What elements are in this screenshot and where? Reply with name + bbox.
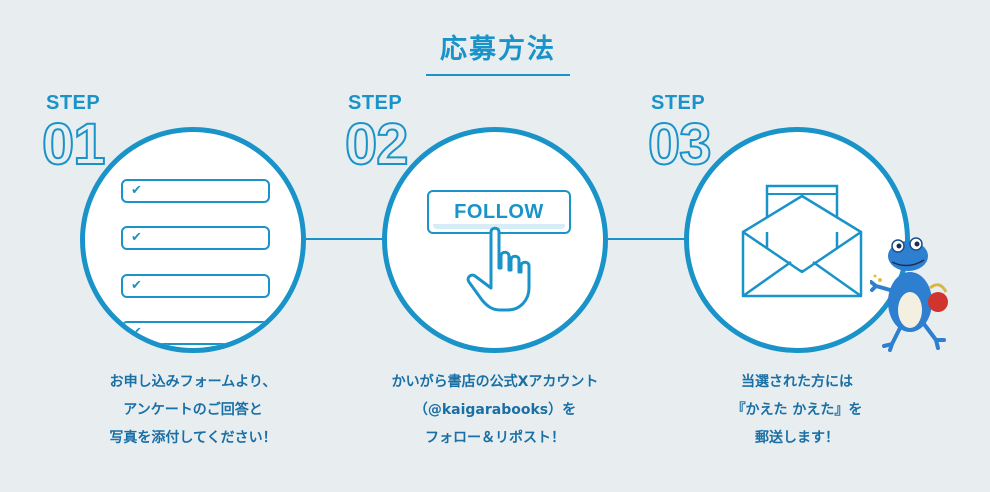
follow-button-shadow — [433, 224, 565, 229]
frog-mascot-icon — [870, 237, 948, 352]
follow-button-icon: FOLLOW — [382, 127, 608, 353]
step-caption: お申し込みフォームより、 アンケートのご回答と 写真を添付してください！ — [48, 368, 338, 452]
caption-line: アンケートのご回答と — [123, 402, 263, 418]
caption-line: フォロー＆リポスト！ — [425, 430, 565, 446]
check-icon: ✔ — [131, 183, 142, 198]
connector-line-2 — [608, 238, 690, 240]
pointing-hand-icon — [466, 226, 531, 312]
envelope-icon — [741, 184, 863, 298]
step-caption: かいがら書店の公式Xアカウント （@kaigarabooks）を フォロー＆リポ… — [350, 368, 640, 452]
checklist-row: ✔ — [121, 179, 270, 203]
caption-line: お申し込みフォームより、 — [109, 374, 277, 390]
step-number: 03 — [647, 112, 712, 177]
step-label: STEP — [46, 92, 101, 114]
check-icon: ✔ — [131, 230, 142, 245]
checklist-row: ✔ — [121, 321, 270, 345]
step-label: STEP — [348, 92, 403, 114]
checklist-row: ✔ — [121, 226, 270, 250]
caption-line: 郵送します！ — [755, 430, 839, 446]
caption-line: （@kaigarabooks）を — [413, 402, 577, 418]
connector-line-1 — [306, 238, 388, 240]
caption-line: 当選された方には — [741, 374, 853, 390]
envelope-book-icon — [684, 127, 910, 353]
form-checklist-icon: ✔ ✔ ✔ ✔ — [80, 127, 306, 353]
step-caption: 当選された方には 『かえた かえた』を 郵送します！ — [652, 368, 942, 452]
check-icon: ✔ — [131, 278, 142, 293]
section-title: 応募方法 — [426, 30, 570, 76]
step-number: 01 — [41, 112, 106, 177]
follow-button: FOLLOW — [427, 190, 571, 234]
caption-line: かいがら書店の公式Xアカウント — [391, 374, 599, 390]
follow-button-label: FOLLOW — [454, 201, 544, 223]
caption-line: 『かえた かえた』を — [731, 402, 863, 418]
step-number: 02 — [344, 112, 409, 177]
step-label: STEP — [651, 92, 706, 114]
checklist-row: ✔ — [121, 274, 270, 298]
caption-line: 写真を添付してください！ — [109, 430, 277, 446]
check-icon: ✔ — [131, 325, 142, 340]
